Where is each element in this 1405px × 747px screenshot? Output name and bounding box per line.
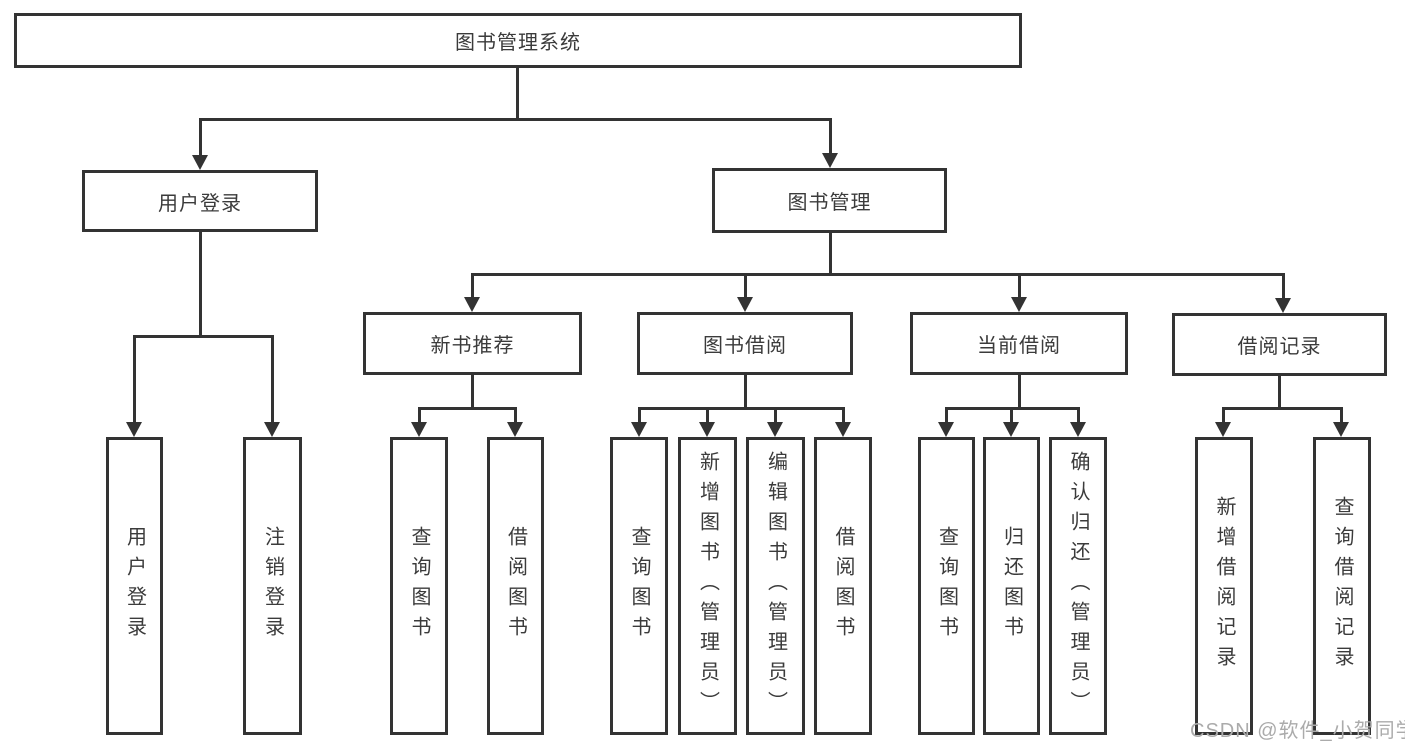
- connector-line: [1282, 273, 1285, 298]
- connector-line: [418, 407, 517, 410]
- arrow-down-icon: [822, 153, 838, 168]
- connector-line: [1077, 407, 1080, 423]
- connector-line: [638, 407, 641, 423]
- connector-line: [271, 335, 274, 423]
- arrow-down-icon: [1011, 297, 1027, 312]
- connector-line: [744, 273, 747, 298]
- leaf-confirm-return-admin: 确认归还（管理员）: [1049, 437, 1107, 735]
- connector-line: [471, 375, 474, 407]
- connector-line: [516, 68, 519, 118]
- arrow-down-icon: [767, 422, 783, 437]
- connector-line: [418, 407, 421, 423]
- leaf-query-books-current: 查询图书: [918, 437, 975, 735]
- connector-line: [774, 407, 777, 423]
- connector-line: [1340, 407, 1343, 423]
- connector-line: [842, 407, 845, 423]
- arrow-down-icon: [699, 422, 715, 437]
- leaf-borrow-books-recommend: 借阅图书: [487, 437, 544, 735]
- node-borrowing-records: 借阅记录: [1172, 313, 1387, 376]
- arrow-down-icon: [1275, 298, 1291, 313]
- arrow-down-icon: [835, 422, 851, 437]
- leaf-logout: 注销登录: [243, 437, 302, 735]
- leaf-query-books-recommend: 查询图书: [390, 437, 448, 735]
- connector-line: [1010, 407, 1013, 423]
- leaf-return-books: 归还图书: [983, 437, 1040, 735]
- arrow-down-icon: [631, 422, 647, 437]
- connector-line: [133, 335, 136, 423]
- leaf-borrow-books: 借阅图书: [814, 437, 872, 735]
- arrow-down-icon: [1070, 422, 1086, 437]
- arrow-down-icon: [1003, 422, 1019, 437]
- arrow-down-icon: [126, 422, 142, 437]
- node-library-management-system: 图书管理系统: [14, 13, 1022, 68]
- arrow-down-icon: [1333, 422, 1349, 437]
- leaf-add-borrow-record: 新增借阅记录: [1195, 437, 1253, 735]
- connector-line: [199, 118, 832, 121]
- connector-line: [638, 407, 845, 410]
- connector-line: [829, 118, 832, 154]
- connector-line: [1222, 407, 1225, 423]
- connector-line: [199, 118, 202, 156]
- node-current-borrowing: 当前借阅: [910, 312, 1128, 375]
- leaf-user-login: 用户登录: [106, 437, 163, 735]
- leaf-query-borrow-record: 查询借阅记录: [1313, 437, 1371, 735]
- connector-line: [1018, 273, 1021, 298]
- csdn-watermark: CSDN @软件_小贺同学: [1190, 720, 1405, 742]
- leaf-query-books-borrow: 查询图书: [610, 437, 668, 735]
- arrow-down-icon: [938, 422, 954, 437]
- arrow-down-icon: [1215, 422, 1231, 437]
- connector-line: [471, 273, 1285, 276]
- node-book-borrowing: 图书借阅: [637, 312, 853, 375]
- connector-line: [471, 273, 474, 298]
- connector-line: [514, 407, 517, 423]
- arrow-down-icon: [507, 422, 523, 437]
- arrow-down-icon: [737, 297, 753, 312]
- connector-line: [744, 375, 747, 407]
- connector-line: [1018, 375, 1021, 407]
- arrow-down-icon: [464, 297, 480, 312]
- node-new-book-recommend: 新书推荐: [363, 312, 582, 375]
- arrow-down-icon: [264, 422, 280, 437]
- connector-line: [706, 407, 709, 423]
- connector-line: [945, 407, 948, 423]
- connector-line: [133, 335, 274, 338]
- node-user-login: 用户登录: [82, 170, 318, 232]
- node-book-management: 图书管理: [712, 168, 947, 233]
- connector-line: [829, 233, 832, 273]
- connector-line: [1278, 376, 1281, 407]
- arrow-down-icon: [411, 422, 427, 437]
- leaf-add-books-admin: 新增图书（管理员）: [678, 437, 737, 735]
- arrow-down-icon: [192, 155, 208, 170]
- leaf-edit-books-admin: 编辑图书（管理员）: [746, 437, 805, 735]
- connector-line: [1222, 407, 1343, 410]
- connector-line: [199, 232, 202, 335]
